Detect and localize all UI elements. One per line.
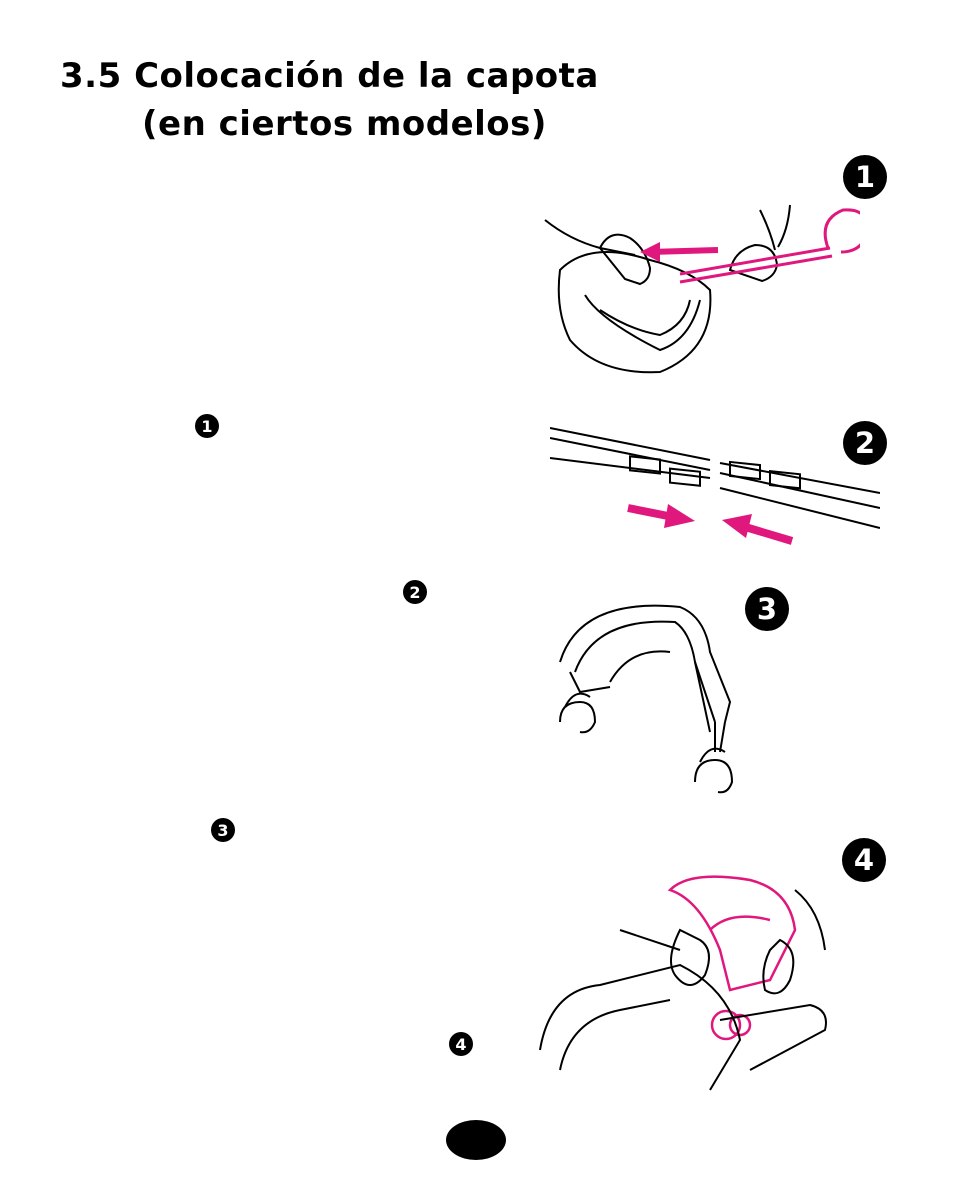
figure-3-illustration — [559, 604, 734, 794]
figure-4-illustration — [539, 875, 827, 1091]
figure-number-2: 2 — [843, 421, 887, 465]
inline-ref-3: 3 — [211, 818, 235, 842]
inline-ref-2: 2 — [403, 580, 427, 604]
figure-number-4: 4 — [842, 838, 886, 882]
canopy-frame-tube — [679, 208, 860, 284]
inline-ref-4: 4 — [449, 1032, 473, 1056]
join-arrow-left-head — [664, 504, 695, 528]
figure-1-illustration — [544, 204, 860, 374]
push-arrow-shaft — [649, 247, 719, 255]
canopy-fabric-drawing — [544, 204, 791, 374]
section-title: 3.5 Colocación de la capota (en ciertos … — [60, 52, 599, 148]
assembled-canopy-drawing — [559, 604, 734, 794]
page-number-oval — [446, 1120, 506, 1160]
infant-seat-drawing — [539, 889, 827, 1091]
section-title-line1: 3.5 Colocación de la capota — [60, 56, 599, 96]
canopy-on-seat-pink — [667, 875, 797, 1041]
figure-number-1: 1 — [843, 155, 887, 199]
join-arrow-right-head — [722, 514, 752, 538]
figure-number-3: 3 — [745, 587, 789, 631]
push-arrow-head — [640, 242, 660, 262]
frame-halves-drawing — [550, 427, 880, 529]
section-title-line2: (en ciertos modelos) — [142, 104, 547, 144]
join-arrow-right-shaft — [740, 522, 794, 545]
inline-ref-1: 1 — [195, 414, 219, 438]
figure-2-illustration — [550, 427, 880, 545]
